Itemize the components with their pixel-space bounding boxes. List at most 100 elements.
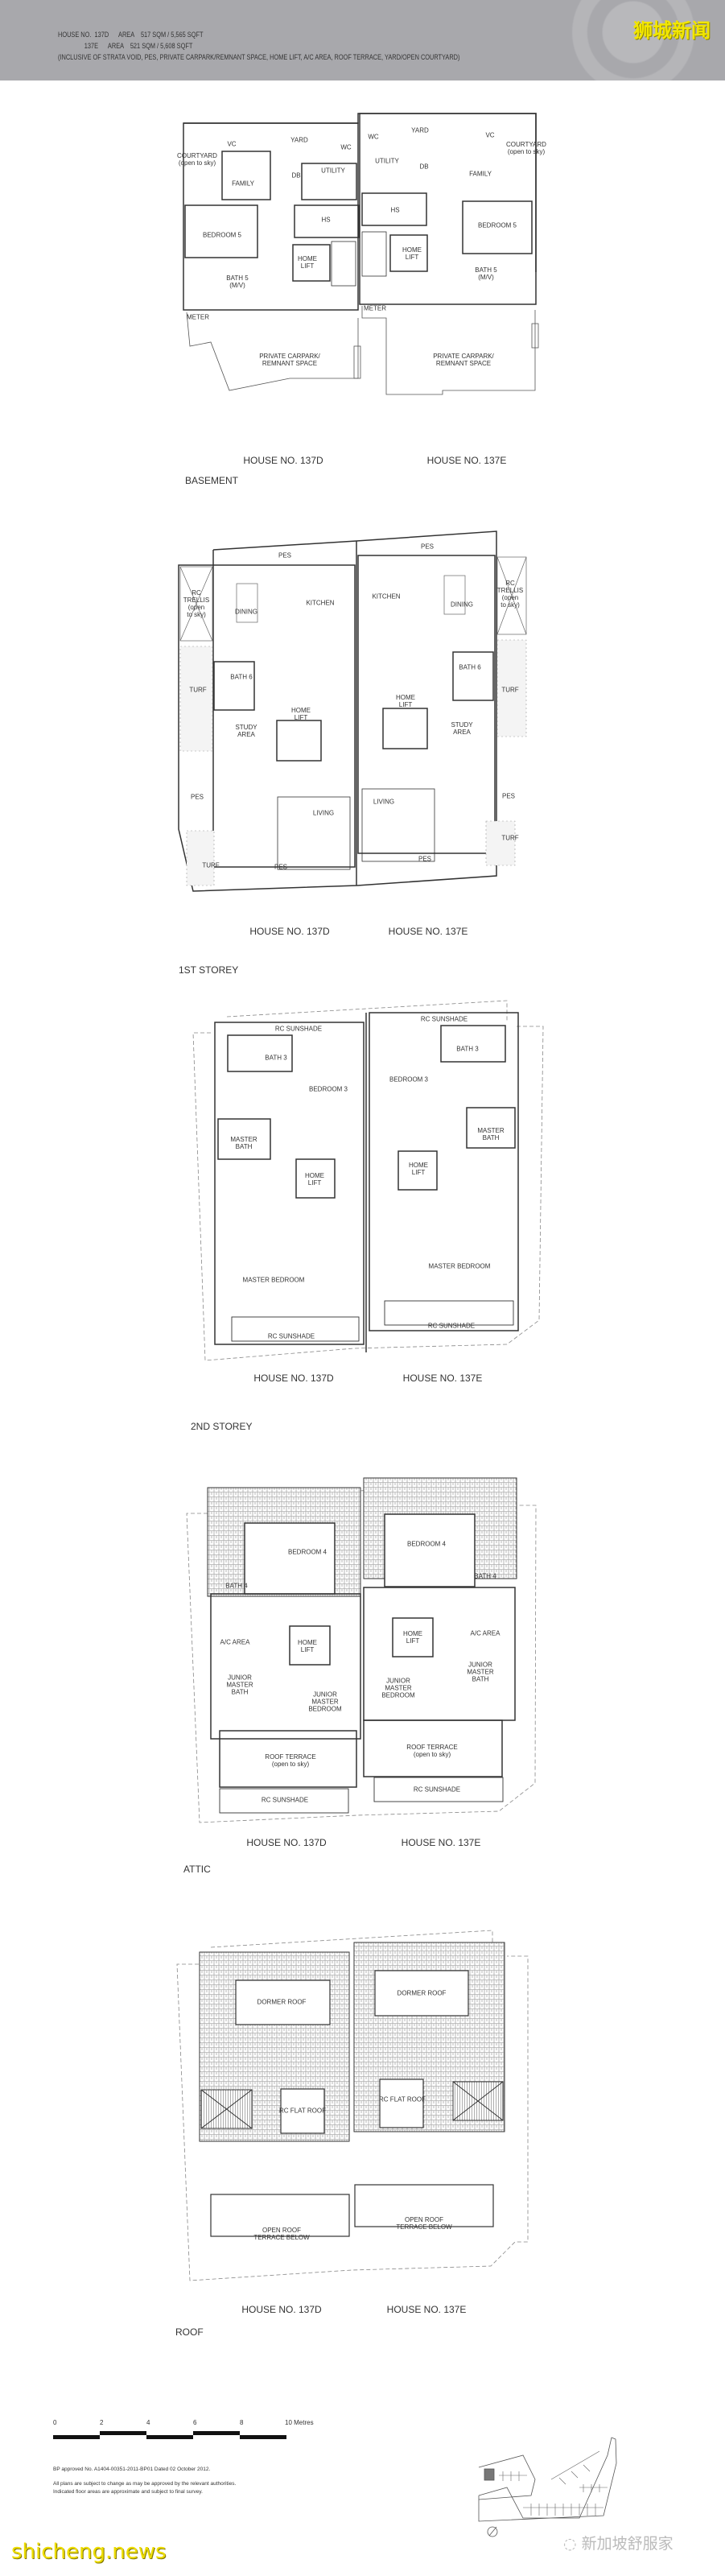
- plan-attic: BEDROOM 4 BATH 4 A/C AREA HOME LIFT JUNI…: [183, 1477, 537, 1875]
- room-sunshade-bottom-137d: RC SUNSHADE: [267, 1332, 315, 1340]
- room-courtyard-137e: COURTYARD (open to sky): [506, 141, 546, 155]
- room-masterbath-137d: MASTER BATH: [230, 1136, 257, 1150]
- room-bath6-137e: BATH 6: [459, 663, 481, 671]
- room-vc-137e: VC: [485, 131, 495, 139]
- wechat-icon: ◌: [563, 2535, 582, 2553]
- room-dormer-roof-137d: DORMER ROOF: [257, 1998, 307, 2006]
- house-label-137e: HOUSE NO. 137E: [388, 926, 468, 937]
- disclaimer-line-2: Indicated floor areas are approximate an…: [53, 2489, 203, 2495]
- room-master-bedroom-137e: MASTER BEDROOM: [428, 1262, 491, 1270]
- room-dormer-roof-137e: DORMER ROOF: [397, 1989, 447, 1997]
- room-roof-terrace-137d: ROOF TERRACE (open to sky): [265, 1753, 316, 1768]
- second-storey-drawing: [192, 1000, 544, 1361]
- scale-tick: 4: [146, 2419, 150, 2426]
- room-sunshade-top-137e: RC SUNSHADE: [420, 1015, 468, 1023]
- room-master-bedroom-137d: MASTER BEDROOM: [242, 1276, 305, 1284]
- level-title-attic: ATTIC: [183, 1864, 211, 1875]
- house-label-137e: HOUSE NO. 137E: [426, 455, 507, 466]
- scale-tick: 0: [53, 2419, 57, 2426]
- room-living-137d: LIVING: [312, 809, 335, 817]
- plan-roof: DORMER ROOF RC FLAT ROOF OPEN ROOF TERRA…: [175, 1930, 529, 2338]
- room-turf2-137e: TURF: [501, 834, 519, 842]
- room-turf-137e: TURF: [501, 686, 519, 694]
- room-bath5-137d: BATH 5 (M/V): [226, 275, 249, 289]
- room-trellis-137e: RC TRELLIS (open to sky): [496, 580, 524, 609]
- room-bath5-137e: BATH 5 (M/V): [475, 266, 497, 281]
- site-watermark: shicheng.news: [11, 2540, 167, 2564]
- room-bedroom4-137e: BEDROOM 4: [406, 1540, 447, 1548]
- room-family-137d: FAMILY: [232, 180, 254, 188]
- room-bedroom3-137d: BEDROOM 3: [308, 1085, 348, 1093]
- room-bath4-137e: BATH 4: [474, 1572, 496, 1580]
- room-wc-137d: WC: [340, 143, 352, 151]
- room-open-roof-terrace-137d: OPEN ROOF TERRACE BELOW: [253, 2227, 310, 2241]
- level-title-2nd-storey: 2ND STOREY: [191, 1421, 253, 1432]
- room-carpark-137d: PRIVATE CARPARK/ REMNANT SPACE: [259, 353, 320, 367]
- wechat-account-name: 新加坡舒服家: [581, 2535, 674, 2553]
- room-study-137d: STUDY AREA: [235, 724, 257, 738]
- room-jm-bath-137e: JUNIOR MASTER BATH: [467, 1661, 494, 1683]
- room-db-137e: DB: [419, 163, 429, 171]
- room-utility-137e: UTILITY: [375, 157, 399, 165]
- room-meter-137e: METER: [364, 304, 386, 312]
- room-wc-137e: WC: [368, 133, 379, 141]
- room-vc-137d: VC: [227, 140, 237, 148]
- room-turf-137d: TURF: [189, 686, 207, 694]
- room-utility-137d: UTILITY: [321, 167, 345, 175]
- room-homelift-137d: HOME LIFT: [298, 1639, 317, 1653]
- room-sunshade-top-137d: RC SUNSHADE: [274, 1025, 323, 1033]
- scale-segment: [240, 2435, 286, 2439]
- disclaimer-line-1: All plans are subject to change as may b…: [53, 2481, 237, 2487]
- attic-drawing: [186, 1477, 537, 1823]
- scale-tick: 8: [240, 2419, 244, 2426]
- room-turf2-137d: TURF: [202, 861, 220, 869]
- room-bedroom5-137e: BEDROOM 5: [477, 221, 517, 229]
- room-pes-bottom-137e: PES: [418, 855, 432, 863]
- house-label-137e: HOUSE NO. 137E: [386, 2304, 467, 2315]
- scale-segment: [53, 2435, 100, 2439]
- room-sunshade-137e: RC SUNSHADE: [413, 1785, 461, 1794]
- room-homelift-137d: HOME LIFT: [298, 255, 317, 270]
- first-storey-drawing: [178, 530, 527, 892]
- room-family-137e: FAMILY: [469, 170, 492, 178]
- scale-tick: 2: [100, 2419, 104, 2426]
- bp-approval-note: BP approved No. A1404-00351-2011-BP01 Da…: [53, 2467, 211, 2472]
- plan-2nd-storey: RC SUNSHADE BATH 3 BEDROOM 3 MASTER BATH…: [191, 1000, 544, 1432]
- room-ac-area-137e: A/C AREA: [470, 1629, 500, 1637]
- scale-tick: 10 Metres: [285, 2419, 314, 2426]
- room-bedroom5-137d: BEDROOM 5: [202, 231, 242, 239]
- level-title-basement: BASEMENT: [185, 475, 239, 486]
- room-kitchen-137d: KITCHEN: [306, 599, 335, 607]
- wechat-watermark: ◌ 新加坡舒服家: [563, 2532, 674, 2553]
- room-study-137e: STUDY AREA: [451, 721, 473, 736]
- plan-1st-storey: PES RC TRELLIS (open to sky) DINING KITC…: [0, 0, 725, 990]
- room-pes-bottom-137d: PES: [274, 863, 288, 871]
- area-inclusions-note: (INCLUSIVE OF STRATA VOID, PES, PRIVATE …: [58, 53, 460, 61]
- brand-watermark: 狮城新闻: [633, 19, 711, 42]
- area-line-137d: HOUSE NO. 137D AREA 517 SQM / 5,565 SQFT: [58, 31, 204, 39]
- room-pes-top-137d: PES: [278, 551, 292, 559]
- room-yard-137d: YARD: [290, 136, 308, 144]
- room-courtyard-137d: COURTYARD (open to sky): [177, 152, 217, 167]
- room-bath4-137d: BATH 4: [225, 1582, 248, 1590]
- house-label-137d: HOUSE NO. 137D: [253, 1373, 334, 1384]
- room-pes-side-137d: PES: [190, 793, 204, 801]
- scale-segment: [193, 2431, 240, 2435]
- area-line-137e: 137E AREA 521 SQM / 5,608 SQFT: [58, 42, 193, 50]
- house-label-137d: HOUSE NO. 137D: [243, 455, 323, 466]
- house-label-137e: HOUSE NO. 137E: [401, 1837, 481, 1848]
- room-rc-flat-roof-137e: RC FLAT ROOF: [379, 2095, 426, 2103]
- room-jm-bath-137d: JUNIOR MASTER BATH: [226, 1674, 253, 1696]
- room-kitchen-137e: KITCHEN: [372, 592, 401, 601]
- decorative-swirl: [556, 0, 725, 80]
- room-open-roof-terrace-137e: OPEN ROOF TERRACE BELOW: [396, 2216, 452, 2231]
- room-homelift-137e: HOME LIFT: [403, 1630, 422, 1645]
- scale-segment: [100, 2431, 146, 2435]
- room-ac-area-137d: A/C AREA: [220, 1638, 250, 1646]
- room-bath3-137e: BATH 3: [456, 1045, 479, 1053]
- scale-segment: [146, 2435, 193, 2439]
- header-band: HOUSE NO. 137D AREA 517 SQM / 5,565 SQFT…: [0, 0, 725, 80]
- plan-basement: COURTYARD (open to sky) FAMILY YARD WC U…: [0, 0, 725, 499]
- room-jm-bedroom-137e: JUNIOR MASTER BEDROOM: [381, 1677, 415, 1699]
- room-homelift-137d: HOME LIFT: [305, 1172, 324, 1187]
